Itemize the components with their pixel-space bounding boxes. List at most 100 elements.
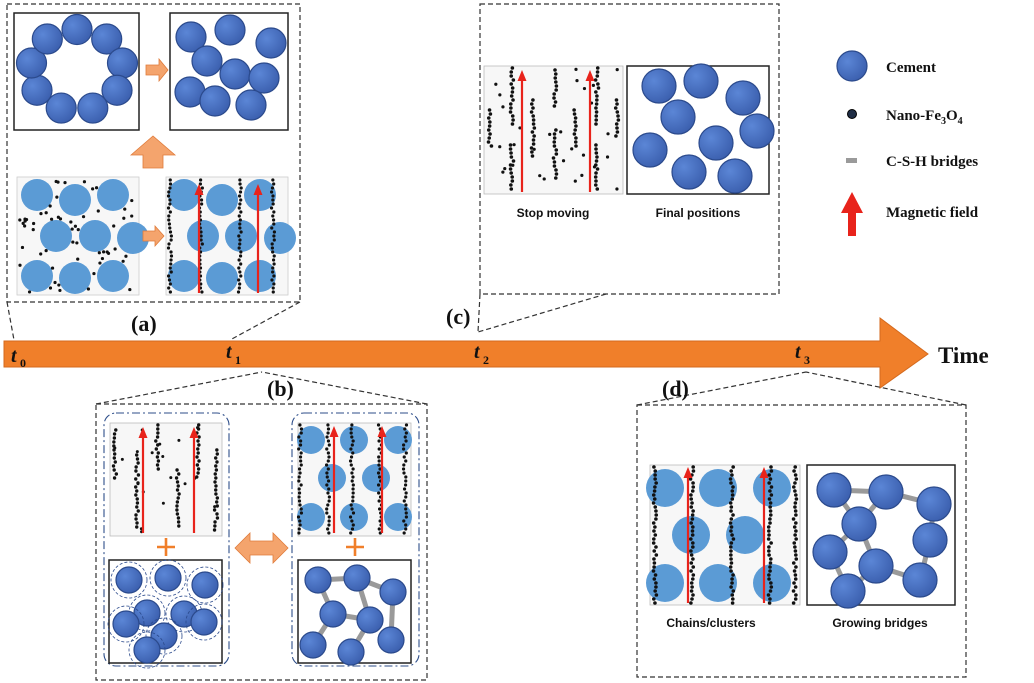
nano-particle bbox=[161, 501, 165, 505]
nano-particle bbox=[270, 186, 275, 190]
nano-particle bbox=[271, 250, 275, 254]
nano-particle bbox=[272, 230, 276, 234]
panel-b bbox=[103, 412, 420, 669]
nano-particle bbox=[238, 282, 242, 286]
nano-particle bbox=[272, 254, 276, 258]
nano-particle bbox=[350, 423, 354, 427]
nano-particle bbox=[404, 495, 408, 499]
cement-particle bbox=[91, 23, 123, 55]
nano-particle bbox=[793, 509, 798, 513]
nano-particle bbox=[401, 447, 406, 451]
nano-particle bbox=[134, 513, 138, 517]
nano-particle bbox=[529, 110, 534, 114]
nano-particle bbox=[401, 443, 406, 447]
nano-particle bbox=[486, 116, 491, 120]
nano-particle bbox=[135, 525, 139, 529]
caption-final-positions: Final positions bbox=[656, 206, 741, 220]
magnetic-field-arrowhead bbox=[377, 426, 387, 437]
magnetic-field-arrowhead bbox=[759, 467, 769, 478]
nano-particle bbox=[690, 533, 695, 537]
nano-particle bbox=[691, 541, 695, 545]
nano-particle bbox=[327, 499, 331, 503]
nano-particle bbox=[616, 118, 621, 122]
cement-particle bbox=[816, 472, 852, 508]
nano-particle bbox=[553, 72, 558, 76]
nano-particle bbox=[150, 451, 154, 455]
nano-particle bbox=[531, 122, 536, 126]
nano-particle bbox=[327, 531, 331, 535]
nano-particle bbox=[494, 82, 498, 86]
nano-particle bbox=[508, 143, 513, 147]
nano-particle bbox=[404, 511, 408, 515]
nano-particle bbox=[766, 525, 771, 529]
nano-particle bbox=[237, 258, 241, 262]
cement-particle bbox=[117, 222, 149, 254]
nano-particle bbox=[794, 521, 798, 525]
nano-particle bbox=[297, 435, 301, 439]
nano-particle bbox=[488, 120, 492, 124]
nano-particle bbox=[767, 573, 771, 577]
cement-particle bbox=[115, 566, 143, 594]
magnetic-field-arrowhead bbox=[683, 467, 693, 478]
nano-particle bbox=[731, 537, 736, 541]
nano-particle bbox=[168, 178, 172, 182]
nano-particle bbox=[767, 577, 771, 581]
hydration-halo bbox=[110, 561, 148, 599]
cement-particle bbox=[112, 610, 140, 638]
nano-particle bbox=[792, 485, 796, 489]
magnetic-field-arrowhead bbox=[194, 184, 204, 195]
nano-particle bbox=[297, 479, 301, 483]
nano-particle bbox=[729, 525, 734, 529]
nano-particle bbox=[402, 487, 407, 491]
nano-particle bbox=[794, 497, 799, 501]
nano-particle bbox=[653, 601, 657, 605]
nano-particle bbox=[298, 443, 303, 447]
nano-particle bbox=[351, 495, 355, 499]
nano-particle bbox=[591, 83, 595, 87]
nano-particle bbox=[593, 175, 598, 179]
nano-particle bbox=[606, 132, 610, 136]
nano-particle bbox=[652, 497, 657, 501]
nano-particle bbox=[376, 471, 381, 475]
nano-particle bbox=[239, 250, 243, 254]
nano-particle bbox=[596, 86, 601, 90]
nano-particle bbox=[615, 68, 619, 72]
nano-particle bbox=[53, 280, 57, 285]
nano-particle bbox=[404, 439, 408, 443]
nano-particle bbox=[134, 493, 138, 497]
nano-particle bbox=[27, 290, 32, 294]
nano-particle bbox=[177, 438, 181, 442]
nano-particle bbox=[326, 491, 330, 495]
nano-particle bbox=[86, 287, 91, 291]
nano-particle bbox=[729, 545, 733, 549]
nano-particle bbox=[510, 179, 515, 183]
nano-particle bbox=[299, 439, 303, 443]
cement-particle bbox=[77, 92, 109, 124]
nano-particle bbox=[299, 451, 303, 455]
nano-particle bbox=[238, 254, 243, 258]
nano-particle bbox=[377, 439, 381, 443]
nano-particle bbox=[404, 523, 408, 527]
nano-particle bbox=[689, 589, 694, 593]
nano-particle bbox=[212, 508, 217, 512]
nano-particle bbox=[554, 148, 559, 152]
nano-particle bbox=[175, 480, 180, 484]
nano-particle bbox=[20, 245, 25, 250]
svg-text:3: 3 bbox=[804, 353, 810, 367]
nano-particle bbox=[653, 469, 658, 473]
nano-particle bbox=[402, 463, 406, 467]
nano-particle bbox=[552, 144, 557, 148]
nano-particle bbox=[325, 447, 329, 451]
nano-particle bbox=[768, 561, 773, 565]
nano-particle bbox=[574, 144, 578, 148]
cement-particle bbox=[698, 125, 734, 161]
nano-particle bbox=[554, 80, 558, 84]
nano-particle bbox=[168, 226, 172, 230]
nano-particle bbox=[166, 206, 171, 210]
nano-particle bbox=[404, 479, 408, 483]
nano-particle bbox=[404, 431, 408, 435]
nano-particle bbox=[766, 537, 771, 541]
nano-particle bbox=[135, 457, 140, 461]
nano-particle bbox=[91, 187, 95, 191]
nano-particle bbox=[595, 70, 600, 74]
